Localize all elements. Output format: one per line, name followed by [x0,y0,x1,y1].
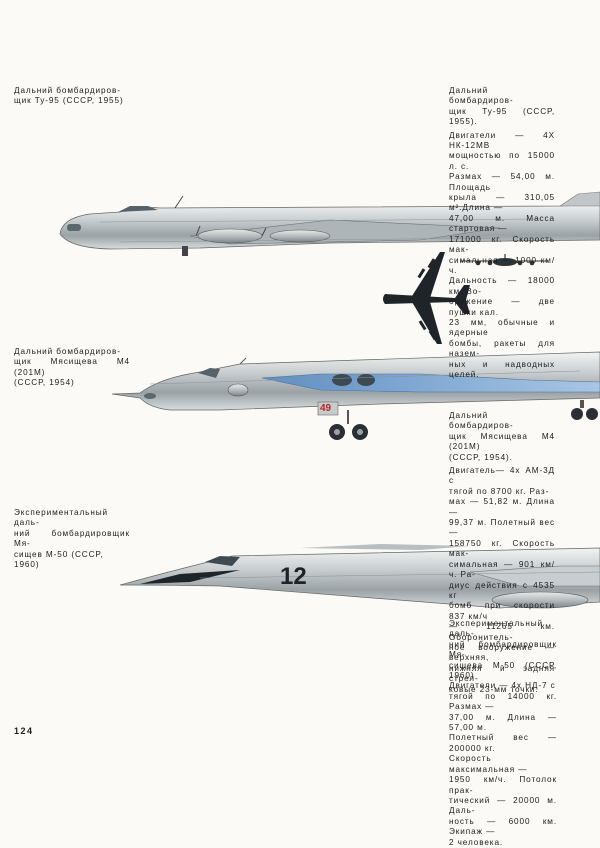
m50-side-view [119,544,600,609]
tu95-plan-silhouette [383,252,470,344]
caption-line: (СССР, 1954) [14,378,75,388]
caption-line: щик Ту-95 (СССР, 1955). [449,106,555,127]
spec-line: 2 человека. [449,837,504,847]
tu95-caption-long: Дальний бомбардиров- щик Ту-95 (СССР, 19… [449,86,555,380]
spec-line: ковые 23-мм точки. [449,684,539,694]
spec-line: тягой по 8700 кг. Раз- [449,486,550,496]
caption-line: Экспериментальный даль- [449,619,544,639]
caption-line: 1960) [14,560,40,570]
caption-line: сищев М-50 (СССР, [14,549,104,559]
m4-caption-short: Дальний бомбардиров- щик Мясищева М4 (20… [14,347,130,389]
caption-line: Экспериментальный даль- [14,508,109,528]
aircraft-illustrations [59,191,600,609]
spec-line: бомбы, ракеты для назем- [449,338,555,359]
spec-line: Двигатель— 4х АМ-3Д с [449,466,555,486]
tu95-side-view [59,191,600,266]
m50-caption-short: Экспериментальный даль- ний бомбардировщ… [14,508,130,570]
spec-line: диус действия с 4535 кг [449,580,555,600]
spec-line: тический — 20000 м. Даль- [449,795,557,816]
spec-line: Полетный вес — 200000 кг. [449,733,557,753]
spec-line: крыла — 310,05 м².Длина — [449,193,555,213]
spec-line: Скорость максимальная — [449,754,528,774]
spec-line: 1950 км/ч. Потолок прак- [449,775,557,795]
caption-line: (СССР, 1954). [449,452,513,462]
spec-line: ное вооружение — верхняя, [449,642,555,663]
spec-line: ность — 6000 км. Экипаж — [449,816,557,837]
caption-line: ний бомбардировщик Мя- [14,528,130,549]
caption-line: щик Мясищева М4 (201М) [14,357,130,377]
spec-line: бомб при скорости 837 км/ч [449,601,555,621]
m50-caption-long: Экспериментальный даль- ний бомбардировщ… [449,619,557,848]
spec-line: ных и надводных целей. [449,359,555,379]
spec-line: 171000 кг. Скорость мак- [449,234,555,255]
spec-line: 47,00 м. Масса стартовая — [449,213,555,234]
spec-line: Дальность — 18000 км. Во- [449,276,555,296]
caption-line: сищева М-50 (СССР, 1960) [449,660,557,681]
spec-line: — 11265 км. Оборонитель- [449,622,555,642]
caption-line: щик Мясищева М4 (201М) [449,431,555,452]
spec-line: мощностью по 15000 л. с. [449,151,555,171]
spec-line: Двигатели — 4х НД-7 с [449,681,556,691]
spec-line: Двигатели — 4Х НК-12МВ [449,130,555,151]
tu95-caption-short: Дальний бомбардиров- щик Ту-95 (СССР, 19… [14,86,130,107]
spec-line: 23 мм, обычные и ядерные [449,317,555,338]
caption-line: Дальний бомбардиров- [449,86,514,106]
spec-line: нижняя и задняя стрел- [449,663,555,684]
spec-line: 99,37 м. Полетный вес — [449,518,555,538]
m4-side-view [111,351,600,440]
spec-line: симальная — 1000 км/ч. [449,255,555,275]
caption-line: Дальний бомбардиров- [449,411,514,431]
page-number: 124 [14,726,34,736]
spec-line: 158750 кг. Скорость мак- [449,538,555,559]
spec-line: симальная — 901 км/ч. Ра- [449,559,555,580]
spec-line: 37,00 м. Длина — 57,00 м. [449,712,557,733]
m50-tail-number: 12 [280,563,307,590]
caption-line: Дальний бомбардиров- [14,86,121,95]
spec-line: оружение — две пушки кал. [449,297,555,317]
m4-caption-long: Дальний бомбардиров- щик Мясищева М4 (20… [449,411,555,695]
caption-line: ний бомбардировщик Мя- [449,639,557,660]
caption-line: щик Ту-95 (СССР, 1955) [14,96,124,106]
m4-tail-number: 49 [320,403,332,414]
spec-line: Размах — 54,00 м. Площадь [449,172,555,192]
caption-line: Дальний бомбардиров- [14,347,121,356]
spec-line: мах — 51,82 м. Длина — [449,497,555,517]
spec-line: тягой по 14000 кг. Размах — [449,691,557,712]
